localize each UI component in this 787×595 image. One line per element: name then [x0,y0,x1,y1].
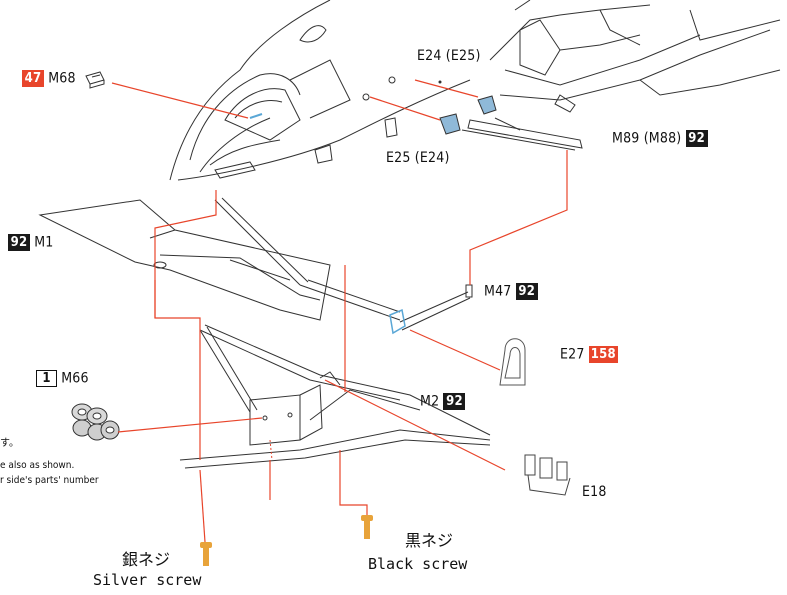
label-m66-text: M66 [61,370,89,387]
note-line-3: r side's parts' number [0,475,99,486]
label-m2-text: M2 [420,393,440,410]
silver-screw-jp: 銀ネジ [122,550,171,569]
label-e25-e24: E25 (E24) [386,150,450,166]
label-m68-text: M68 [48,70,76,87]
part-sheet-badge: 1 [36,370,57,387]
bracket-e24 [362,76,497,135]
part-e27 [499,338,526,386]
silver-screw-icon [200,542,212,566]
base-frame-m2 [179,324,491,469]
part-sheet-badge: 158 [588,346,618,363]
black-screw-icon [361,515,373,539]
label-m68: 47 M68 [22,70,76,87]
rod-m47 [399,284,473,331]
strut-rods [214,197,401,321]
black-screw-jp: 黒ネジ [405,531,454,550]
label-m47: M47 92 [484,283,538,300]
arm-m89 [461,117,583,151]
fuselage-body [169,0,471,181]
part-sheet-badge: 92 [515,283,538,300]
part-sheet-badge: 92 [685,130,708,147]
note-line-1: す。 [0,438,19,449]
part-sheet-badge: 92 [443,393,466,410]
label-e27: E27 158 [560,346,618,363]
black-screw-en: Black screw [368,555,468,573]
label-e27-text: E27 [560,346,585,363]
note-line-2: e also as shown. [0,460,75,471]
m68-part-icon [85,71,105,89]
label-m1-text: M1 [34,234,54,251]
label-m47-text: M47 [484,283,512,300]
label-m2: M2 92 [420,393,466,410]
label-e24-e25: E24 (E25) [417,48,481,64]
joint-blue-part [389,308,406,335]
label-m89-m88: M89 (M88) 92 [612,130,708,147]
label-m66: 1 M66 [36,370,89,387]
part-m66 [71,403,120,441]
leader-lines [111,79,568,543]
silver-screw-en: Silver screw [93,571,202,589]
part-sheet-badge: 47 [22,70,44,87]
part-e18 [524,454,571,496]
canopy-blue-part [249,113,263,119]
label-m1: 92 M1 [8,234,53,251]
label-m89-m88-text: M89 (M88) [612,130,682,147]
label-e18: E18 [582,484,607,500]
part-sheet-badge: 92 [8,234,30,251]
upper-right-frame [489,0,781,113]
wing-m1 [38,199,331,321]
